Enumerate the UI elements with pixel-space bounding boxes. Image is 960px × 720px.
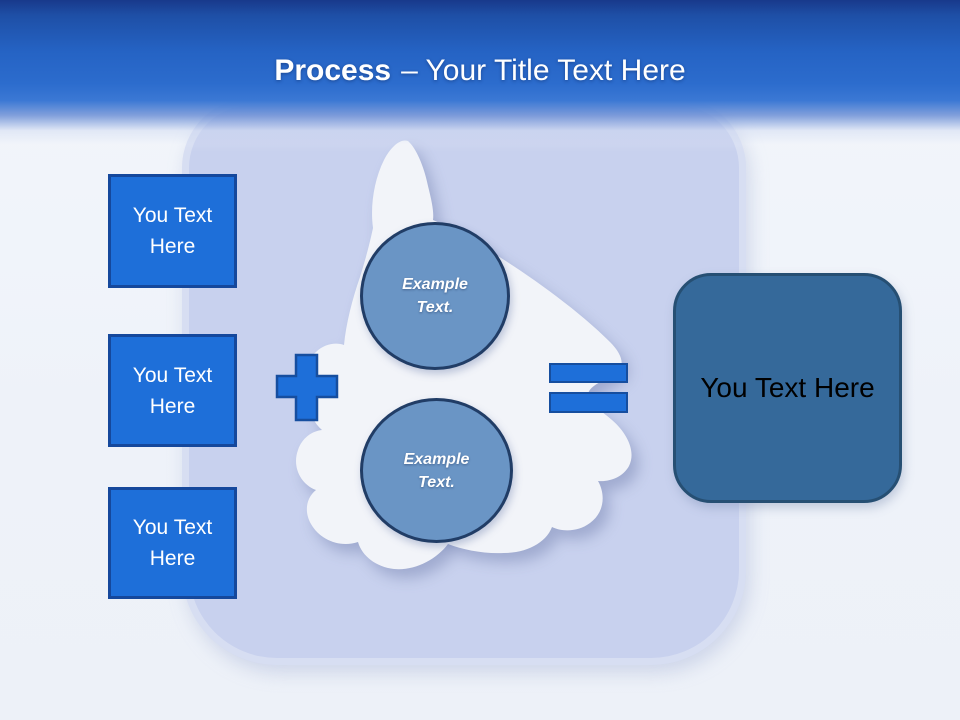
input-box-3[interactable]: You Text Here (108, 487, 237, 599)
input-box-2[interactable]: You Text Here (108, 334, 237, 447)
input-box-1[interactable]: You Text Here (108, 174, 237, 288)
input-box-1-label: You Text Here (132, 204, 213, 258)
input-box-2-label: You Text Here (132, 363, 213, 418)
example-circle-2[interactable]: Example Text. (360, 398, 513, 543)
input-box-3-label: You Text Here (132, 516, 213, 570)
slide-title-bold: Process (274, 54, 392, 87)
slide-title-rest: – Your Title Text Here (401, 54, 686, 87)
equals-icon (549, 392, 628, 413)
header-band (0, 0, 960, 152)
example-circle-1[interactable]: Example Text. (360, 222, 510, 370)
result-box-label: You Text Here (700, 372, 875, 403)
slide-title: Process – Your Title Text Here (0, 52, 960, 90)
equals-icon (549, 363, 628, 383)
example-circle-2-label: Example Text. (403, 450, 470, 491)
example-circle-1-label: Example Text. (402, 276, 468, 316)
result-box[interactable]: You Text Here (673, 273, 902, 503)
